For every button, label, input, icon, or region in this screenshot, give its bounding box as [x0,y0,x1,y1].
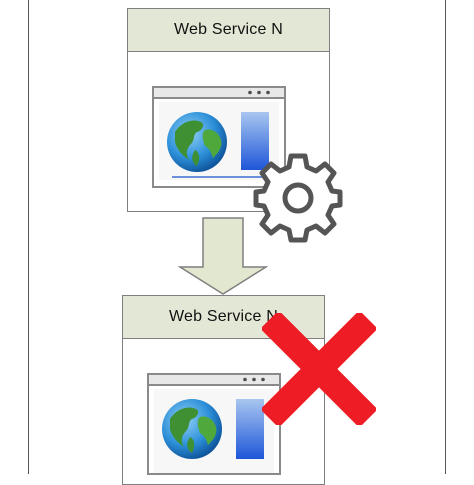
down-arrow-icon [178,217,268,295]
globe-icon [167,112,227,172]
right-border-line [445,0,446,474]
left-border-line [28,0,29,474]
globe-icon [162,399,222,459]
gear-icon [253,153,343,243]
web-service-title-top: Web Service N [128,9,329,52]
red-x-icon [262,313,376,425]
